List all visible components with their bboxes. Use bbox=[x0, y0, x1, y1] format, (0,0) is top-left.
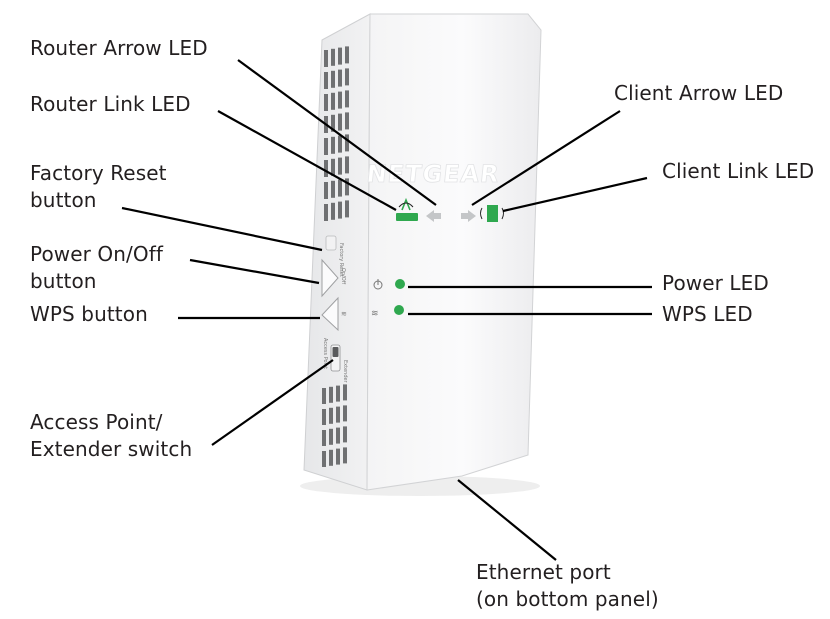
vent-slot bbox=[343, 384, 347, 401]
leader-client-link bbox=[502, 176, 648, 213]
vent-slot bbox=[324, 182, 328, 199]
vent-slot bbox=[345, 200, 349, 218]
vent-slot bbox=[322, 388, 326, 404]
factory-reset-text: Factory Reset bbox=[338, 243, 344, 277]
vent-slot bbox=[331, 114, 335, 132]
side-vents-lower bbox=[322, 384, 347, 467]
vent-slot bbox=[345, 178, 349, 196]
label-access-point-extender-switch: Access Point/ Extender switch bbox=[30, 410, 193, 461]
vent-slot bbox=[331, 180, 335, 198]
leader-router-link bbox=[217, 110, 397, 211]
power-button-text: On/Off bbox=[340, 268, 346, 285]
vent-slot bbox=[331, 136, 335, 154]
router-link-led bbox=[396, 197, 418, 221]
client-wifi-icon bbox=[480, 207, 483, 220]
label-ethernet-port: Ethernet port (on bottom panel) bbox=[476, 560, 659, 611]
label-wps-led: WPS LED bbox=[662, 302, 753, 326]
vent-slot bbox=[345, 134, 349, 152]
leader-factory-reset bbox=[121, 206, 323, 252]
label-client-link-led: Client Link LED bbox=[662, 159, 815, 183]
leader-ethernet bbox=[457, 479, 557, 561]
vent-slot bbox=[345, 46, 349, 64]
vent-slot bbox=[345, 90, 349, 108]
vent-slot bbox=[329, 428, 333, 445]
vent-slot bbox=[322, 451, 326, 467]
vent-slot bbox=[324, 138, 328, 155]
vent-slot bbox=[331, 70, 335, 88]
vent-slot bbox=[336, 427, 340, 444]
factory-reset-button[interactable]: Factory Reset bbox=[325, 235, 344, 277]
netgear-logo: NETGEAR bbox=[365, 160, 501, 188]
router-arrow-led bbox=[426, 210, 441, 222]
vent-slot bbox=[329, 386, 333, 403]
vent-slot bbox=[343, 405, 347, 422]
client-arrow-led bbox=[461, 210, 476, 222]
vent-slot bbox=[336, 406, 340, 423]
device-front-panel bbox=[366, 13, 542, 491]
leader-access-point bbox=[211, 359, 334, 446]
label-wps-button: WPS button bbox=[30, 302, 148, 326]
vent-slot bbox=[331, 92, 335, 110]
vent-slot bbox=[338, 69, 342, 87]
wps-button[interactable]: ≋ bbox=[321, 296, 347, 332]
vent-slot bbox=[329, 407, 333, 424]
wps-icon: ≋ bbox=[341, 310, 347, 318]
vent-slot bbox=[324, 160, 328, 177]
vent-slot bbox=[322, 409, 326, 425]
vent-slot bbox=[345, 68, 349, 86]
vent-slot bbox=[338, 47, 342, 65]
switch-text-top: Access Point bbox=[322, 338, 328, 369]
label-factory-reset-button: Factory Reset button bbox=[30, 161, 167, 212]
vent-slot bbox=[336, 385, 340, 402]
leader-router-arrow bbox=[237, 59, 437, 206]
label-power-on-off-button: Power On/Off button bbox=[30, 242, 164, 293]
vent-slot bbox=[338, 201, 342, 219]
label-power-led: Power LED bbox=[662, 271, 769, 295]
vent-slot bbox=[345, 112, 349, 130]
wps-led-icon: ≋ bbox=[371, 309, 379, 319]
vent-slot bbox=[324, 94, 328, 111]
vent-slot bbox=[343, 426, 347, 443]
vent-slot bbox=[338, 91, 342, 109]
vent-slot bbox=[338, 135, 342, 153]
switch-text-bottom: Extender bbox=[342, 360, 348, 384]
leader-lines bbox=[121, 59, 652, 561]
access-point-extender-switch[interactable]: Access Point Extender bbox=[322, 338, 348, 384]
vent-slot bbox=[338, 113, 342, 131]
vent-slot bbox=[343, 447, 347, 464]
power-led bbox=[373, 279, 405, 290]
vent-slot bbox=[331, 48, 335, 66]
vent-slot bbox=[324, 50, 328, 67]
vent-slot bbox=[345, 156, 349, 174]
client-link-led bbox=[480, 205, 504, 222]
vent-slot bbox=[331, 158, 335, 176]
vent-slot bbox=[329, 449, 333, 466]
vent-slot bbox=[324, 204, 328, 221]
leader-power-button bbox=[189, 258, 320, 285]
vent-slot bbox=[338, 157, 342, 175]
label-router-arrow-led: Router Arrow LED bbox=[30, 36, 208, 60]
wps-led: ≋ bbox=[371, 305, 404, 319]
label-client-arrow-led: Client Arrow LED bbox=[614, 81, 784, 105]
vent-slot bbox=[324, 72, 328, 89]
vent-slot bbox=[338, 179, 342, 197]
vent-slot bbox=[322, 430, 326, 446]
vent-slot bbox=[331, 202, 335, 220]
leader-client-arrow bbox=[471, 110, 621, 206]
power-on-off-button[interactable]: On/Off bbox=[321, 258, 346, 298]
router-wifi-icon bbox=[398, 202, 414, 208]
label-router-link-led: Router Link LED bbox=[30, 92, 191, 116]
vent-slot bbox=[336, 448, 340, 465]
